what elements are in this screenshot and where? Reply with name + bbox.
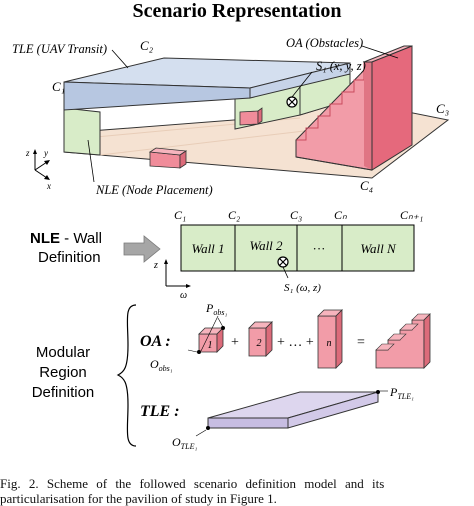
diagram-title: Scenario Representation — [132, 0, 341, 22]
plus-dots: + … + — [277, 335, 314, 350]
caption-line-1: Fig. 2. Scheme of the followed scenario … — [0, 476, 385, 491]
s1-wall-label: S₁ (ω, z) — [284, 282, 321, 294]
nle-scene-label: NLE (Node Placement) — [95, 183, 213, 197]
axis-x-label: x — [46, 181, 51, 191]
staircase-obstacle — [295, 45, 413, 171]
wall-2-label: Wall 2 — [249, 238, 283, 253]
oa-box-n: n — [317, 309, 343, 369]
tle-slab — [63, 57, 351, 111]
back-obstacle — [239, 107, 263, 126]
figure-caption: Fig. 2. Scheme of the followed scenario … — [0, 476, 474, 506]
s1-scene-label: S₁ (x, y, z) — [316, 59, 366, 73]
strip-c2: C₂ — [228, 208, 240, 222]
corner-c3: C₃ — [436, 101, 449, 116]
strip-cn1: Cₙ₊₁ — [400, 208, 423, 222]
svg-text:2: 2 — [257, 338, 262, 349]
axis2d-z-label: z — [153, 260, 158, 271]
axes-3d: z y x — [25, 148, 51, 191]
equals-sign: = — [357, 335, 365, 350]
wall-1-label: Wall 1 — [191, 241, 224, 256]
caption-line-2: particularisation for the pavilion of st… — [0, 491, 277, 506]
wall-dots-label: ··· — [313, 241, 326, 256]
svg-text:n: n — [327, 338, 332, 349]
modular-heading-1: Modular — [36, 344, 90, 361]
plus-1: + — [231, 335, 239, 350]
axis-y-label: y — [43, 148, 48, 158]
strip-c3: C₃ — [290, 208, 302, 222]
svg-text:1: 1 — [208, 340, 213, 351]
o-obs-label: Oobs₁ — [150, 357, 173, 373]
nle-heading: NLE - Wall — [30, 230, 102, 247]
strip-c1: C₁ — [174, 208, 186, 222]
axis-z-label: z — [25, 148, 30, 158]
s1-marker — [286, 71, 313, 108]
nle-heading-line2: Definition — [38, 249, 101, 266]
oa-box-1: 1 — [198, 327, 224, 353]
oa-box-2: 2 — [248, 321, 273, 357]
oa-row-label: OA : — [140, 333, 171, 350]
wall-n-label: Wall N — [360, 241, 397, 256]
tle-scene-label: TLE (UAV Transit) — [12, 42, 107, 56]
scene-3d: TLE (UAV Transit) OA (Obstacles) NLE (No… — [12, 36, 449, 197]
s1-wall-marker — [277, 256, 289, 279]
nle-front-wall — [63, 107, 101, 156]
modular-heading-2: Region — [39, 364, 87, 381]
corner-c4: C₄ — [360, 178, 374, 193]
o-tle-label: OTLE₁ — [172, 435, 197, 451]
oa-assembled-stairs — [375, 313, 431, 369]
nle-wall-definition: NLE - Wall Definition Wall 1 Wall 2 ··· … — [30, 208, 423, 301]
strip-cn: Cₙ — [334, 208, 347, 222]
right-arrow-icon — [123, 235, 161, 263]
axis2d-w-label: ω — [180, 290, 187, 301]
tle-row-label: TLE : — [140, 403, 180, 420]
modular-region-definition: Modular Region Definition OA : 1 Pobs₁ O… — [32, 301, 431, 451]
curly-brace — [116, 304, 137, 447]
corner-c2: C₂ — [140, 38, 154, 53]
axes-2d: z ω — [153, 259, 191, 301]
corner-c1: C₁ — [52, 79, 65, 94]
floor-obstacle — [148, 147, 188, 169]
oa-scene-label: OA (Obstacles) — [286, 36, 363, 50]
tle-slab-module — [207, 391, 379, 429]
p-tle-label: PTLE₁ — [389, 385, 414, 401]
p-obs-label: Pobs₁ — [205, 301, 227, 317]
modular-heading-3: Definition — [32, 384, 95, 401]
